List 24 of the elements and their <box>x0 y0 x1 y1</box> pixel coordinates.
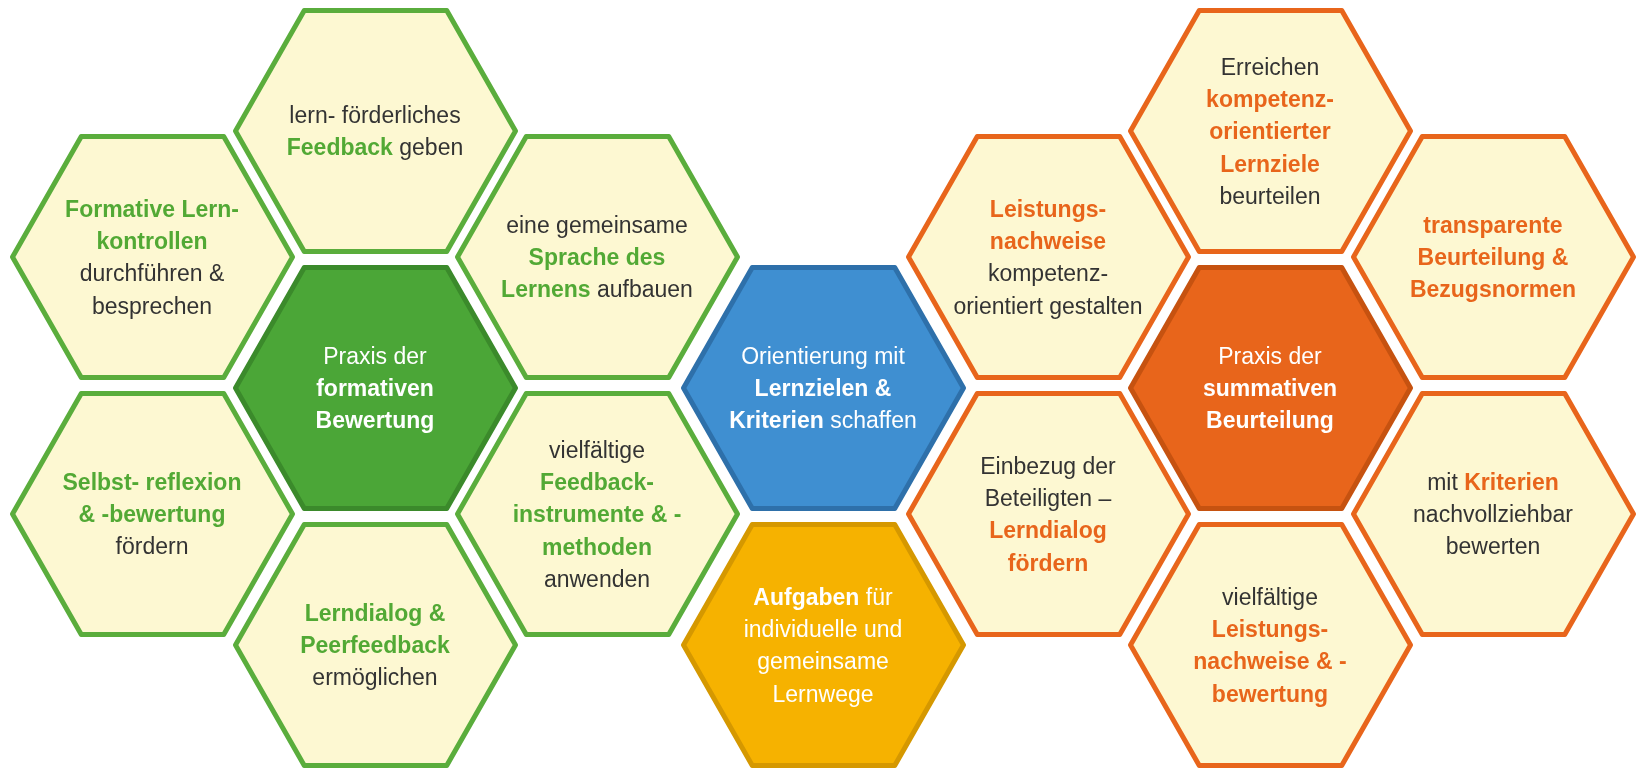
hexagon-tile <box>1350 134 1636 380</box>
tile-text: Selbst- reflexion & -bewertung fördern <box>61 467 243 562</box>
hexagon-tile <box>1127 8 1413 254</box>
tile-text: vielfältige Feedback- instrumente & -methoden anwenden <box>511 435 683 594</box>
tile-text: mit Kriterien nachvollziehbar bewerten <box>1412 467 1574 562</box>
hexagon-tile <box>1127 522 1413 768</box>
tile-text: vielfältige Leistungs- nachweise & -bewertung <box>1192 582 1348 709</box>
hexagon-tile <box>680 522 966 768</box>
tile-text: Aufgaben für individuelle und gemeinsame Lernwege <box>742 582 904 709</box>
hexagon-tile <box>232 522 518 768</box>
hexagon-tile <box>9 391 295 637</box>
hexagon-tile <box>1350 391 1636 637</box>
tile-text: Erreichen kompetenz- orientierter Lernziele beurteilen <box>1205 52 1335 211</box>
tile-text: Einbezug der Beteiligten – Lerndialog fördern <box>979 451 1117 578</box>
tile-text: Orientierung mit Lernzielen & Kriterien schaffen <box>728 341 918 436</box>
tile-text: Formative Lern- kontrollen durchführen & besprechen <box>64 194 240 321</box>
tile-text: Lerndialog & Peerfeedback ermöglichen <box>299 598 451 693</box>
tile-text: Praxis der formativen Bewertung <box>314 341 436 436</box>
tile-text: eine gemeinsame Sprache des Lernens aufbauen <box>500 210 694 305</box>
tile-text: lern- förderliches Feedback geben <box>285 100 465 162</box>
tile-text: Praxis der summativen Beurteilung <box>1201 341 1339 436</box>
tile-text: transparente Beurteilung & Bezugsnormen <box>1408 210 1578 305</box>
hexagon-tile <box>905 134 1191 380</box>
tile-text: Leistungs- nachweise kompetenz- orientiert gestalten <box>952 194 1144 321</box>
